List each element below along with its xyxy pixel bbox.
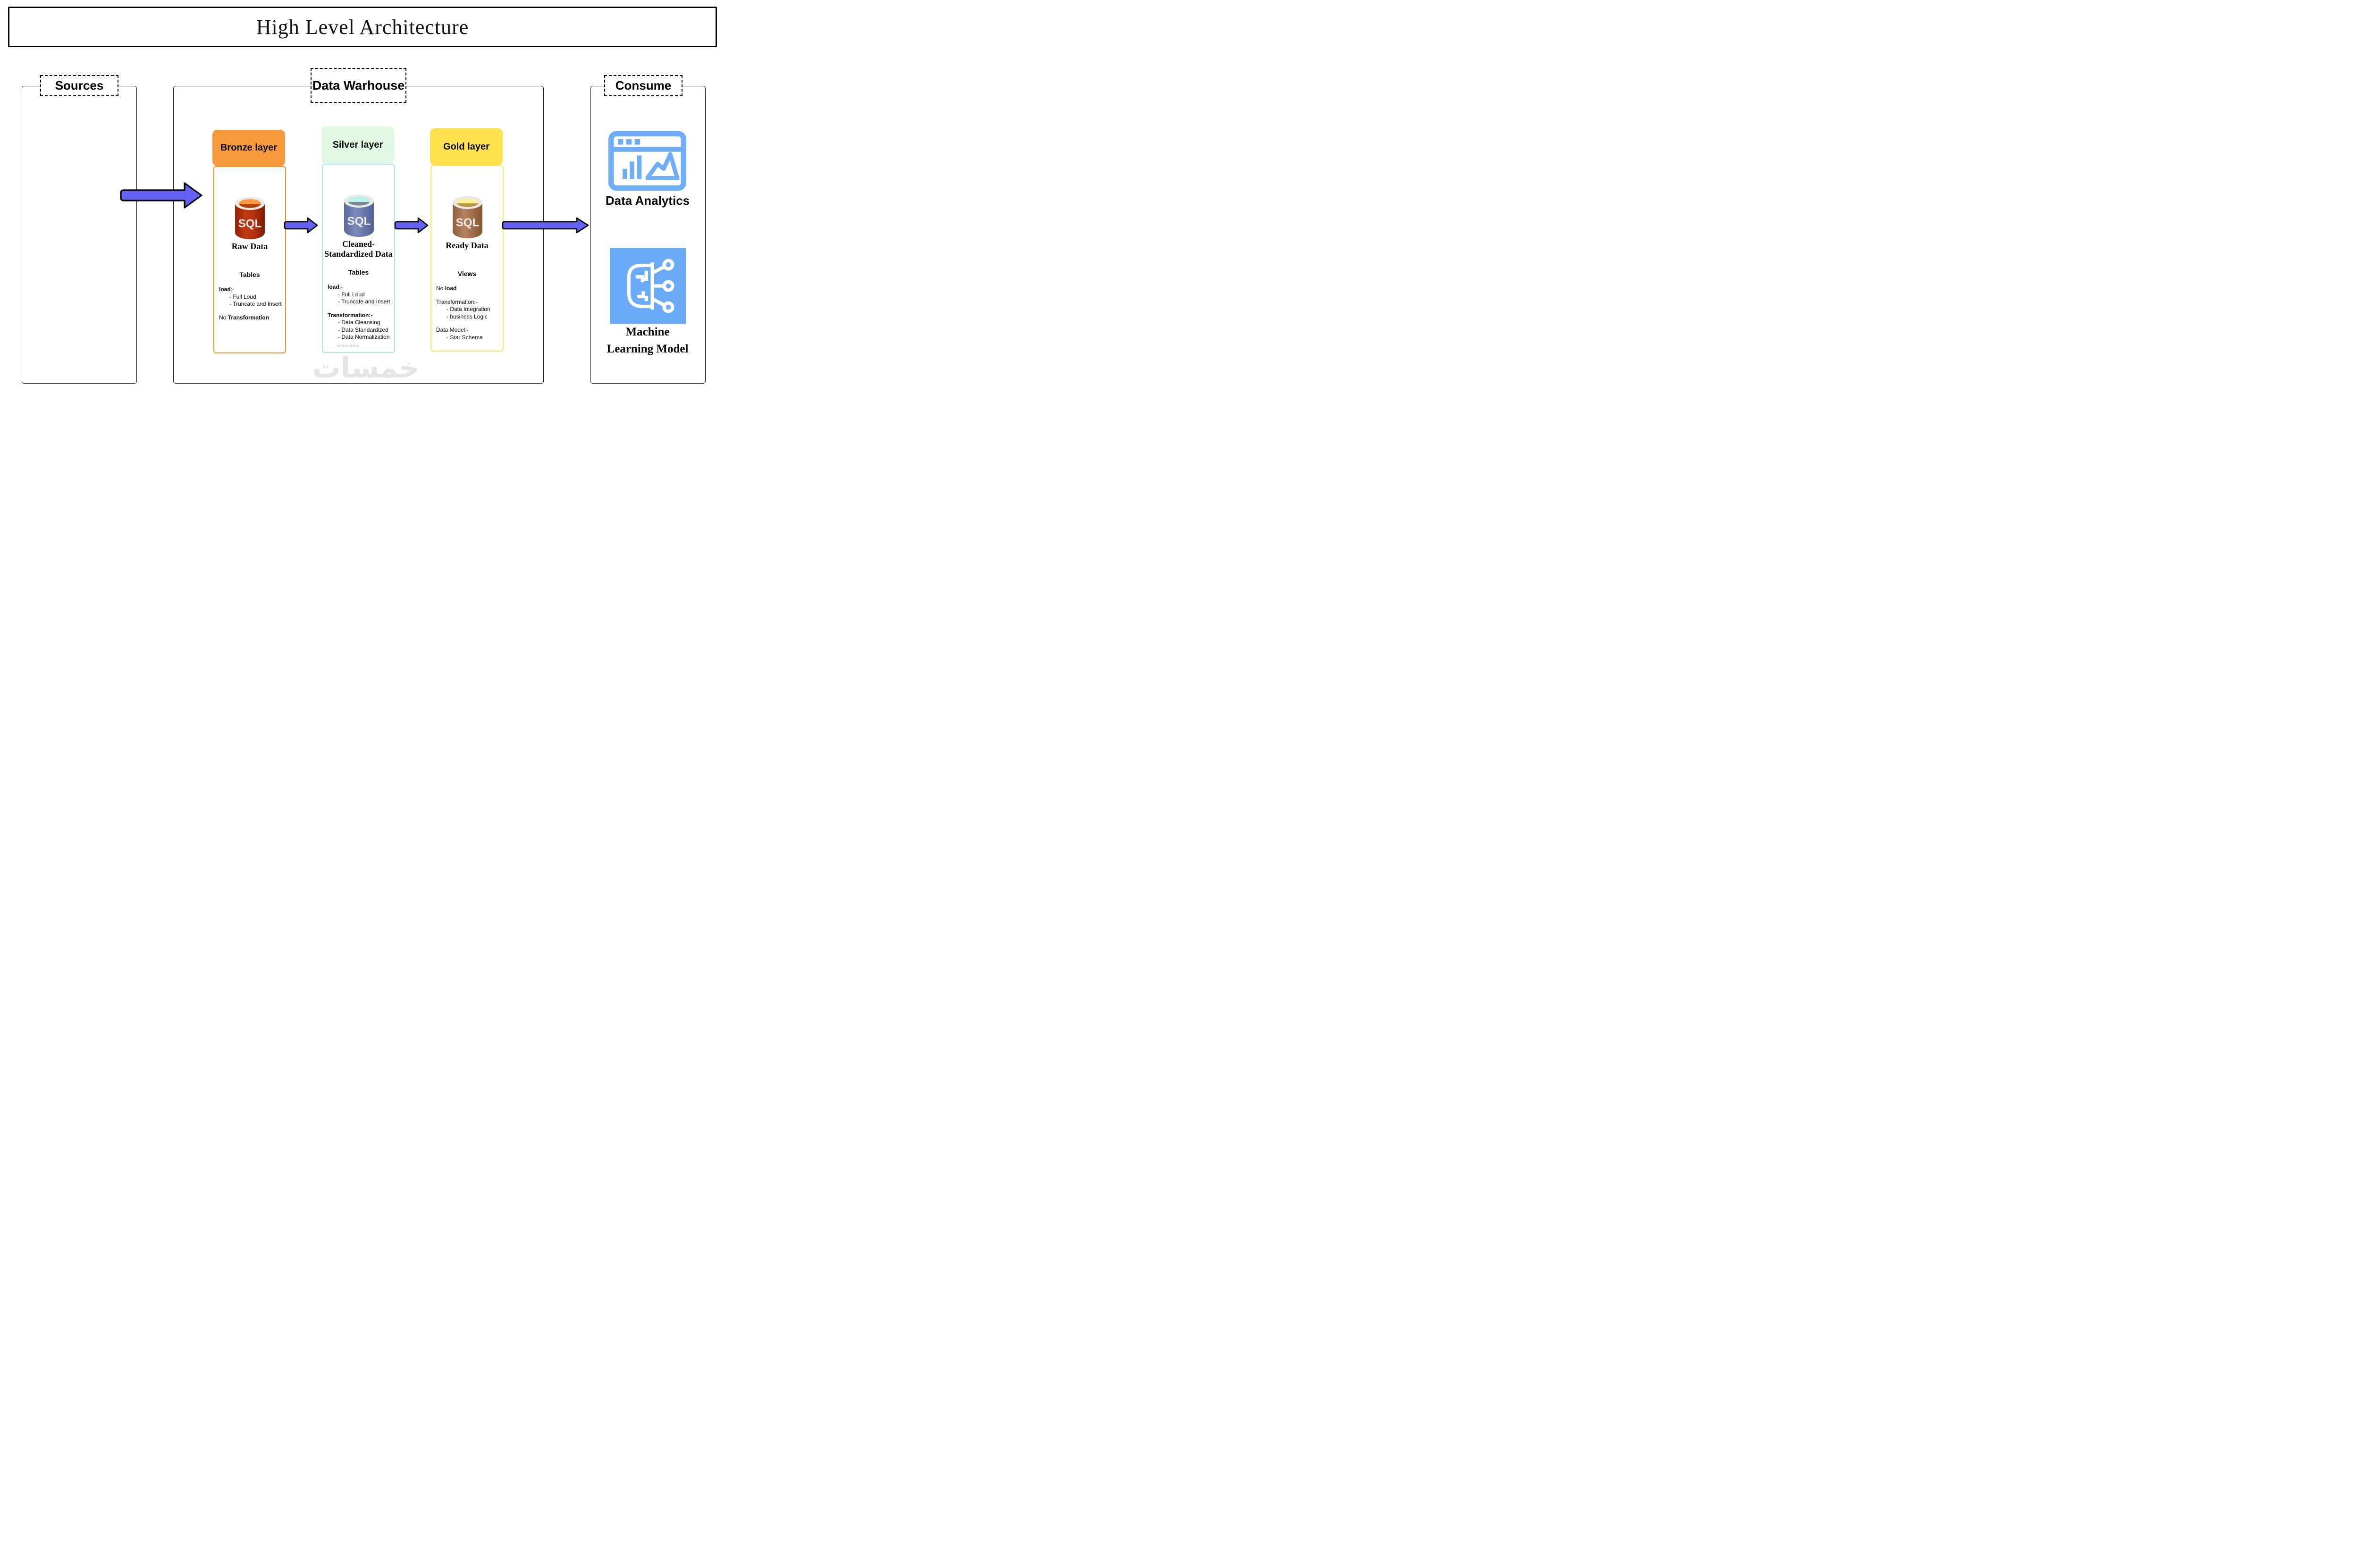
bronze-details: load:- - Full Loud - Truncate and Insert… [219,286,284,321]
silver-layer-body: SQL Cleaned-Standardized Data Tables loa… [322,164,395,353]
machine-learning-label: Machine Learning Model [590,324,705,358]
title-box: High Level Architecture [8,7,717,47]
seg-pre: - Full Loud [229,293,256,300]
detail-line: Data Model:- [436,327,502,334]
architecture-diagram: خمسات High Level Architecture Sources CR… [0,0,726,392]
seg-pre: Data Model:- [436,327,469,333]
silver-sql-database-icon: SQL [344,194,374,237]
data-analytics-icon [608,131,687,191]
sources-box [22,86,137,384]
gold-db-caption: Ready Data [446,241,489,250]
detail-line: - Truncate and Insert [328,298,393,306]
arrow-bronze-to-silver [284,217,318,234]
ml-label-line-2: Learning Model [607,343,689,355]
detail-line: - business Logic [436,313,502,321]
detail-line: load:- [328,284,393,291]
sources-label: Sources [40,75,118,96]
silver-layer-header: Silver layer [321,126,394,164]
gold-object-type: Views [457,270,477,277]
seg-pre: - Truncate and Insert [338,298,390,305]
bronze-sql-database-icon: SQL [235,197,265,240]
gold-sql-database-icon: SQL [452,196,482,239]
machine-learning-icon [610,248,686,324]
silver-db-caption: Cleaned-Standardized Data [324,239,393,259]
bronze-object-type: Tables [239,271,260,278]
ml-label-line-1: Machine [625,326,670,338]
arrow-gold-to-consume [502,217,589,234]
seg-pre: - Star Schema [447,334,483,341]
detail-line: Transformation:- [436,299,502,306]
seg-pre: No [219,314,228,321]
svg-text:SQL: SQL [455,216,479,229]
gold-layer: Gold layer SQL Ready Data Views N [430,126,504,352]
seg-bold: load [445,285,457,292]
bronze-layer-body: SQL Raw Data Tables load:- - Full Loud -… [213,166,286,353]
silver-details: load:- - Full Loud - Truncate and Insert… [328,284,393,348]
seg-pre: No [436,285,445,292]
seg-pre: - Data Standardized [338,326,388,333]
warehouse-label: Data Warhouse [311,68,406,103]
detail-line: load:- [219,286,284,293]
gold-layer-header: Gold layer [430,128,503,165]
bronze-db-caption: Raw Data [231,242,268,251]
seg-bold: Transformation [228,314,270,321]
detail-line: - Data Integration [436,306,502,313]
svg-text:SQL: SQL [347,215,371,227]
svg-text:SQL: SQL [238,217,262,230]
seg-pre: - Data Normalization [338,334,390,340]
arrow-silver-to-gold [394,217,429,234]
seg-pre: - Truncate and Insert [229,301,282,307]
seg-pre: - business Logic [447,313,488,320]
bronze-layer: Bronze layer SQL Raw Data Tables [212,126,286,353]
consume-label: Consume [604,75,683,96]
seg-pre: - Data Integration [447,306,490,312]
detail-line: No Transformation [219,314,284,322]
detail-line: - Data Normalization [328,334,393,341]
seg-post: :- [339,284,343,290]
detail-line: - Data Standardized [328,327,393,334]
seg-pre: - Data Cleansing [338,319,380,326]
seg-bold: Transformation:- [328,311,373,319]
seg-pre: - Full Loud [338,291,365,298]
silver-object-type: Tables [348,268,369,276]
gold-layer-body: SQL Ready Data Views No load Transformat… [430,165,504,352]
gold-details: No load Transformation:- - Data Integrat… [436,285,502,341]
detail-line: - Full Loud [219,293,284,301]
data-analytics-label: Data Analytics [605,193,690,208]
silver-layer: Silver layer SQL Cleaned-Standardized Da… [321,125,395,353]
seg-bold: load [219,286,231,293]
consume-box [590,86,706,384]
seg-post: :- [230,286,235,293]
detail-line: No load [436,285,502,293]
seg-pre: Transformation:- [436,298,478,305]
seg-pre: ............. [338,341,359,348]
arrow-sources-to-bronze [120,182,202,209]
detail-line: - Star Schema [436,334,502,342]
seg-bold: load [328,284,339,290]
bronze-layer-header: Bronze layer [212,130,285,166]
detail-line: Transformation:- [328,312,393,319]
detail-line: - Full Loud [328,291,393,299]
watermark: خمسات [312,352,420,385]
detail-line: - Data Cleansing [328,319,393,327]
detail-line: ............. [328,341,393,349]
detail-line: - Truncate and Insert [219,301,284,308]
page-title: High Level Architecture [256,15,469,39]
